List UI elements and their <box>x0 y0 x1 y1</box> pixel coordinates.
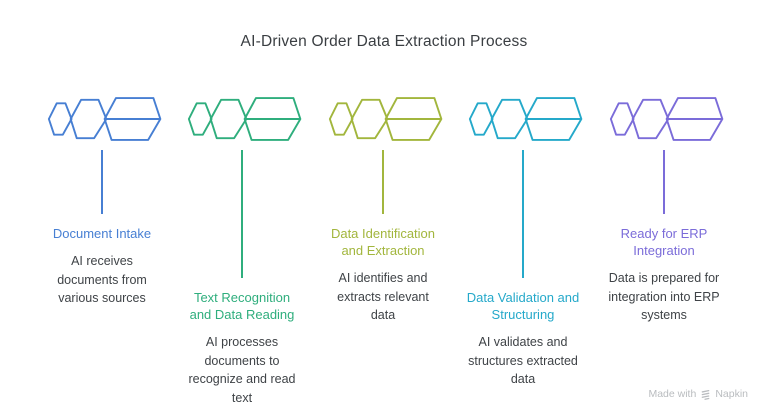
triple-chevron-arrow-icon <box>609 97 724 141</box>
stage-description: AI receives documents from various sourc… <box>57 253 147 306</box>
triple-chevron-arrow-icon <box>187 97 302 141</box>
napkin-watermark[interactable]: Made with Napkin <box>648 388 748 400</box>
triple-chevron-arrow-icon <box>468 97 583 141</box>
watermark-prefix: Made with <box>648 388 697 400</box>
stage-description: AI validates and structures extracted da… <box>468 334 578 387</box>
stage-title: Data Identification and Extraction <box>330 226 436 258</box>
stage-description: Data is prepared for integration into ER… <box>608 270 720 323</box>
stage-document-intake: Document Intake AI receives documents fr… <box>27 92 177 308</box>
stage-data-validation: Data Validation and Structuring AI valid… <box>448 92 598 389</box>
napkin-logo-icon <box>701 389 710 400</box>
stage-title: Document Intake <box>52 226 152 241</box>
stage-data-identification: Data Identification and Extraction AI id… <box>308 92 458 325</box>
connector-line <box>241 150 243 278</box>
stage-title: Text Recognition and Data Reading <box>189 290 295 322</box>
connector-line <box>382 150 384 214</box>
stage-title: Ready for ERP Integration <box>620 226 708 258</box>
stage-description: AI identifies and extracts relevant data <box>337 270 429 323</box>
connector-line <box>663 150 665 214</box>
page-title: AI-Driven Order Data Extraction Process <box>240 33 528 50</box>
watermark-brand: Napkin <box>715 388 748 400</box>
connector-line <box>101 150 103 214</box>
stage-erp-integration: Ready for ERP Integration Data is prepar… <box>589 92 739 325</box>
stage-title: Data Validation and Structuring <box>466 290 580 322</box>
triple-chevron-arrow-icon <box>47 97 162 141</box>
stage-description: AI processes documents to recognize and … <box>188 334 296 406</box>
triple-chevron-arrow-icon <box>328 97 443 141</box>
stage-text-recognition: Text Recognition and Data Reading AI pro… <box>167 92 317 408</box>
connector-line <box>522 150 524 278</box>
